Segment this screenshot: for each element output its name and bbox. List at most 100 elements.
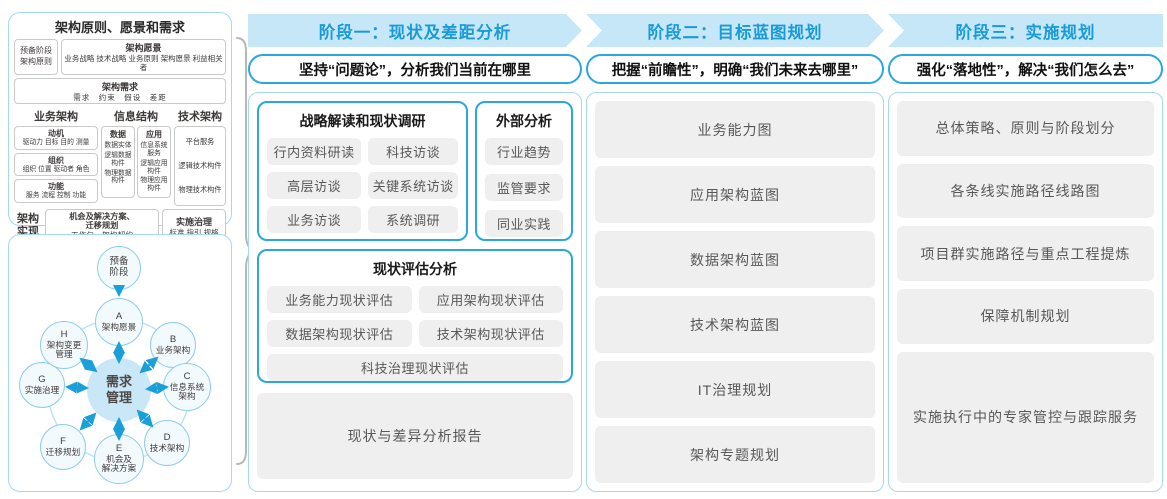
survey-item: 业务访谈 [267,206,362,233]
current-assessment-box: 现状评估分析 业务能力现状评估 应用架构现状评估 数据架构现状评估 技术架构现状… [257,249,573,383]
requirements-title: 架构需求 [101,81,138,92]
requirements-items: 需求 约束 假设 差距 [73,92,167,102]
phase2-subtitle: 把握“前瞻性”，明确“我们未来去哪里” [586,54,884,84]
sub-item: 数据实体 [104,142,132,150]
node-label: 业务架构 [155,344,191,355]
node-letter: H [60,328,68,340]
gap-analysis-report-box: 现状与差异分析报告 [257,393,573,479]
vision-box: 架构愿景 业务战略 技术战略 业务原则 架构愿景 利益相关者 [61,39,226,75]
phase2-item: 应用架构蓝图 [595,166,875,223]
assessment-item: 技术架构现状评估 [418,320,563,347]
external-item: 同业实践 [485,210,563,237]
requirements-row: 架构需求 需求 约束 假设 差距 [14,77,226,105]
prep-stage-box: 预备阶段 架构原则 [14,39,58,75]
phase2-container: 业务能力图 应用架构蓝图 数据架构蓝图 技术架构蓝图 IT治理规划 架构专题规划 [586,92,884,492]
group-name: 组织 [48,155,64,165]
survey-item: 系统调研 [368,206,458,233]
node-letter: A [115,310,123,322]
organization-box: 组织 组织 位置 驱动者 角色 [14,152,98,177]
application-box: 应用 信息系统服务 逻辑应用构件 物理应用构件 [137,126,171,198]
architecture-columns: 业务架构 动机 驱动力 目标 目的 测量 组织 组织 位置 驱动者 角色 功能 … [14,108,226,206]
sub-name: 数据 [110,130,126,140]
box-name: 实施治理 [175,217,212,228]
technology-box: 平台服务 逻辑技术构件 物理技术构件 [174,126,226,206]
survey-item: 高层访谈 [267,172,362,199]
architecture-principles-panel: 架构原则、愿景和需求 预备阶段 架构原则 架构愿景 业务战略 技术战略 业务原则… [8,12,232,244]
node-label: 技术架构 [149,442,185,453]
external-analysis-title: 外部分析 [496,113,552,129]
phase3-item: 总体策略、原则与阶段划分 [897,101,1154,156]
node-label: 实施治理 [24,384,60,395]
business-architecture-title: 业务架构 [34,111,78,124]
vision-title: 架构愿景 [125,43,162,53]
phase3-subtitle: 强化“落地性”，解决“我们怎么去” [888,54,1163,84]
phase3-item: 保障机制规划 [897,289,1154,344]
box-name: 机会及解决方案、 迁移规划 [69,211,135,231]
assessment-item: 业务能力现状评估 [267,286,412,313]
technology-architecture-title: 技术架构 [178,111,222,124]
external-item: 监管要求 [485,174,563,201]
node-letter: F [60,435,66,447]
phase2-item: 业务能力图 [595,101,875,158]
node-letter: B [169,333,177,345]
survey-item: 科技访谈 [368,138,458,165]
box-detail: 标准 指引 规格 [169,228,219,238]
assessment-item: 科技治理现状评估 [267,354,563,381]
group-name: 功能 [48,182,64,192]
group-detail: 驱动力 目标 目的 测量 [22,139,90,147]
information-structure-title: 信息结构 [114,111,158,124]
node-letter: E [115,442,123,454]
node-label: 迁移规划 [45,446,81,457]
adm-node-prep: 预备 阶段 [97,246,141,290]
vision-items: 业务战略 技术战略 业务原则 架构愿景 利益相关者 [64,54,223,73]
external-analysis-box: 外部分析 行业趋势 监管要求 同业实践 [475,101,573,241]
data-box: 数据 数据实体 逻辑数据构件 物理数据构件 [101,126,135,198]
phase2-header: 阶段二：目标蓝图规划 [586,14,884,47]
phase1-container: 战略解读和现状调研 行内资料研读 科技访谈 高层访谈 关键系统访谈 业务访谈 系… [248,92,582,492]
sub-item: 物理应用构件 [140,177,168,193]
phase2-item: 架构专题规划 [595,426,875,483]
sub-item: 信息系统服务 [140,142,168,157]
assessment-item: 数据架构现状评估 [267,320,412,347]
phase3-item: 项目群实施路径与重点工程提炼 [897,226,1154,282]
sub-item: 逻辑数据构件 [104,151,132,167]
sub-item: 平台服务 [185,136,215,146]
information-structure-column: 信息结构 数据 数据实体 逻辑数据构件 物理数据构件 应用 信息系统服务 逻辑应… [101,108,171,205]
external-item: 行业趋势 [485,138,563,165]
phase2-item: 数据架构蓝图 [595,231,875,288]
group-name: 动机 [48,129,64,139]
survey-item: 行内资料研读 [267,138,362,165]
strategy-survey-title: 战略解读和现状调研 [299,113,426,129]
business-architecture-column: 业务架构 动机 驱动力 目标 目的 测量 组织 组织 位置 驱动者 角色 功能 … [14,108,98,205]
phase3-container: 总体策略、原则与阶段划分 各条线实施路径线路图 项目群实施路径与重点工程提炼 保… [888,92,1163,492]
sub-item: 物理数据构件 [104,169,132,185]
prep-vision-row: 预备阶段 架构原则 架构愿景 业务战略 技术战略 业务原则 架构愿景 利益相关者 [14,39,226,75]
node-label: 机会及 解决方案 [101,453,137,474]
node-letter: C [183,370,191,382]
survey-item: 关键系统访谈 [368,172,458,199]
node-letter: D [163,431,171,443]
phase2-item: IT治理规划 [595,361,875,418]
sub-name: 应用 [146,130,162,140]
adm-center-node: 需求 管理 [87,358,151,422]
technology-architecture-column: 技术架构 平台服务 逻辑技术构件 物理技术构件 [174,108,226,206]
sub-item: 逻辑应用构件 [140,159,168,175]
sub-item: 逻辑技术构件 [178,160,222,170]
node-label: 架构愿景 [101,321,137,332]
sub-item: 物理技术构件 [178,184,222,194]
motivation-box: 动机 驱动力 目标 目的 测量 [14,126,98,150]
group-detail: 服务 流程 控制 功能 [25,192,87,200]
assessment-item: 应用架构现状评估 [418,286,563,313]
node-label: 架构变更 管理 [46,339,82,360]
panel-title: 架构原则、愿景和需求 [54,20,185,35]
function-box: 功能 服务 流程 控制 功能 [14,179,98,203]
